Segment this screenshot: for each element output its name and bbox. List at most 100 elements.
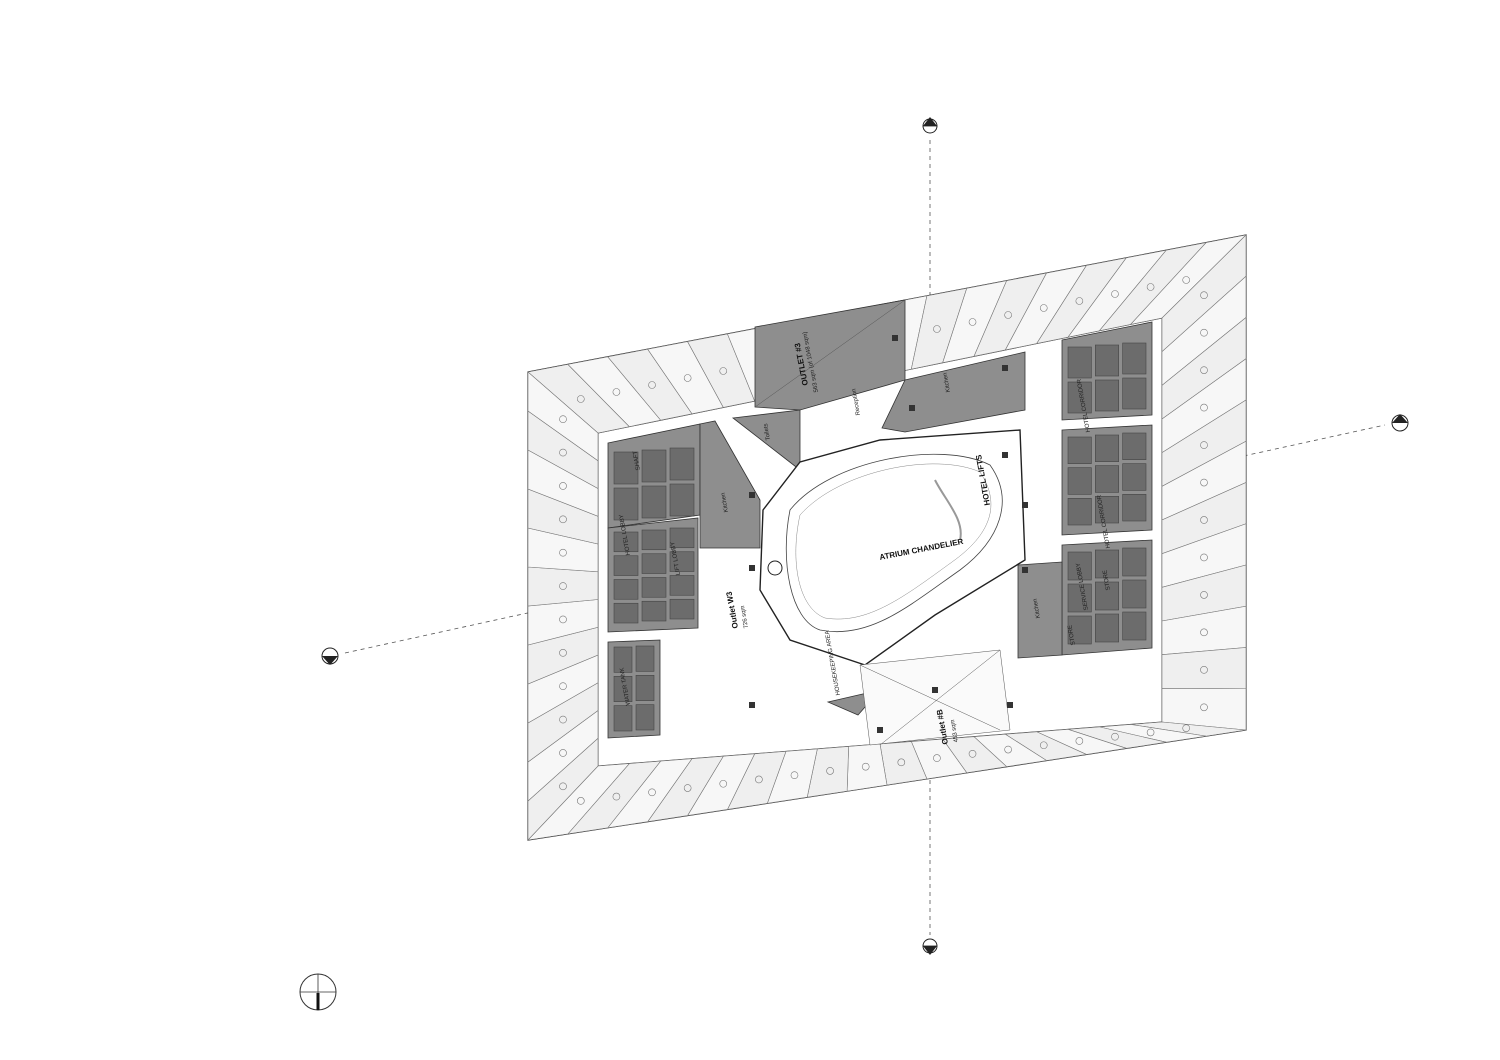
service-room xyxy=(635,645,655,672)
bathtub-icon xyxy=(1200,628,1208,637)
service-room xyxy=(1067,551,1092,581)
bathtub-icon xyxy=(755,775,763,784)
bathtub-icon xyxy=(1200,591,1208,599)
bathtub-icon xyxy=(1039,741,1048,750)
service-room xyxy=(669,598,695,620)
column xyxy=(932,687,938,693)
bathtub-icon xyxy=(933,754,941,762)
column xyxy=(1002,452,1008,458)
column xyxy=(1002,365,1008,371)
column xyxy=(1022,502,1028,508)
service-room xyxy=(613,451,639,485)
bathtub-icon xyxy=(559,448,567,457)
section-marker-top xyxy=(922,117,938,134)
guestroom xyxy=(527,371,599,462)
bathtub-icon xyxy=(968,750,977,758)
bathtub-icon xyxy=(559,482,567,490)
bathtub-icon xyxy=(1111,290,1119,298)
bathtub-icon xyxy=(897,758,906,767)
bathtub-icon xyxy=(577,395,585,403)
column xyxy=(749,702,755,708)
service-room xyxy=(613,579,639,600)
north-service xyxy=(881,351,1026,433)
service-room xyxy=(641,553,667,574)
service-room xyxy=(669,551,695,572)
section-marker-right xyxy=(1391,414,1409,432)
service-room xyxy=(1122,432,1147,460)
bathtub-icon xyxy=(1182,276,1190,284)
section-marker-left xyxy=(321,647,339,665)
reception-label: Reception xyxy=(851,388,862,416)
bathtub-icon xyxy=(1200,516,1208,524)
bathtub-icon xyxy=(1111,732,1119,741)
shaft-label: SHAFT xyxy=(633,450,642,471)
bathtub-icon xyxy=(648,381,656,389)
kitchen-north-label: Kitchen xyxy=(943,372,952,393)
bathtub-icon xyxy=(559,515,567,524)
service-room xyxy=(1067,583,1092,613)
kitchen-west-label: Kitchen xyxy=(721,492,730,513)
service-room xyxy=(1122,579,1147,609)
store-label-1: STORE xyxy=(1102,569,1111,590)
lift-lobby-label: LIFT LOBBY xyxy=(670,541,682,575)
toilets-label: Toilets xyxy=(763,423,772,441)
bathtub-icon xyxy=(1200,366,1208,374)
service-room xyxy=(1095,549,1119,579)
service-room xyxy=(1067,346,1092,379)
outlet-b-zone xyxy=(754,299,1011,746)
bathtub-icon xyxy=(683,784,692,792)
service-room xyxy=(613,487,639,521)
north-arrow-icon xyxy=(299,973,337,1011)
bathtub-icon xyxy=(559,582,567,590)
bathtub-icon xyxy=(1200,478,1208,487)
service-room xyxy=(613,555,639,576)
service-room xyxy=(1067,615,1092,645)
guestroom xyxy=(1161,647,1247,690)
bathtub-icon xyxy=(559,548,567,557)
service-room xyxy=(669,447,695,481)
atrium: ATRIUM CHANDELIER HOTEL LIFTS xyxy=(759,429,1026,666)
service-room xyxy=(641,529,667,551)
service-room xyxy=(635,704,655,731)
guestroom xyxy=(527,566,599,607)
bathtub-icon xyxy=(1075,297,1084,305)
bathtub-icon xyxy=(1200,553,1208,562)
bathtub-icon xyxy=(1200,703,1208,712)
column xyxy=(909,405,915,411)
service-room xyxy=(1067,381,1092,414)
service-room xyxy=(613,602,639,624)
bathtub-icon xyxy=(861,762,870,771)
service-room xyxy=(635,675,655,701)
service-room xyxy=(613,705,633,732)
bathtub-icon xyxy=(559,649,567,657)
section-lines xyxy=(344,140,1386,935)
bathtub-icon xyxy=(968,318,977,326)
bathtub-icon xyxy=(1200,291,1208,300)
bathtub-icon xyxy=(559,715,567,724)
column xyxy=(877,727,883,733)
service-room xyxy=(1095,434,1119,462)
bathtub-icon xyxy=(648,788,656,797)
bathtub-icon xyxy=(1200,666,1208,674)
bathtub-icon xyxy=(559,682,567,690)
service-room xyxy=(641,577,667,598)
guestroom xyxy=(846,743,888,792)
service-room xyxy=(1122,377,1147,410)
bathtub-icon xyxy=(612,388,621,396)
bathtub-icon xyxy=(1004,311,1012,319)
service-room xyxy=(1122,494,1147,522)
east-kitchen xyxy=(1017,561,1063,659)
bathtub-icon xyxy=(719,779,728,788)
store-label-2: STORE xyxy=(1067,624,1076,645)
horizontal-section-line xyxy=(344,424,1386,654)
bathtub-icon xyxy=(1146,728,1155,737)
core-subdivisions xyxy=(613,342,1147,732)
column xyxy=(749,492,755,498)
bathtub-icon xyxy=(577,797,585,805)
kitchen-east-label: Kitchen xyxy=(1033,598,1042,619)
bathtub-icon xyxy=(1146,283,1155,291)
column xyxy=(1022,567,1028,573)
bathtub-icon xyxy=(1200,403,1208,412)
column xyxy=(892,335,898,341)
